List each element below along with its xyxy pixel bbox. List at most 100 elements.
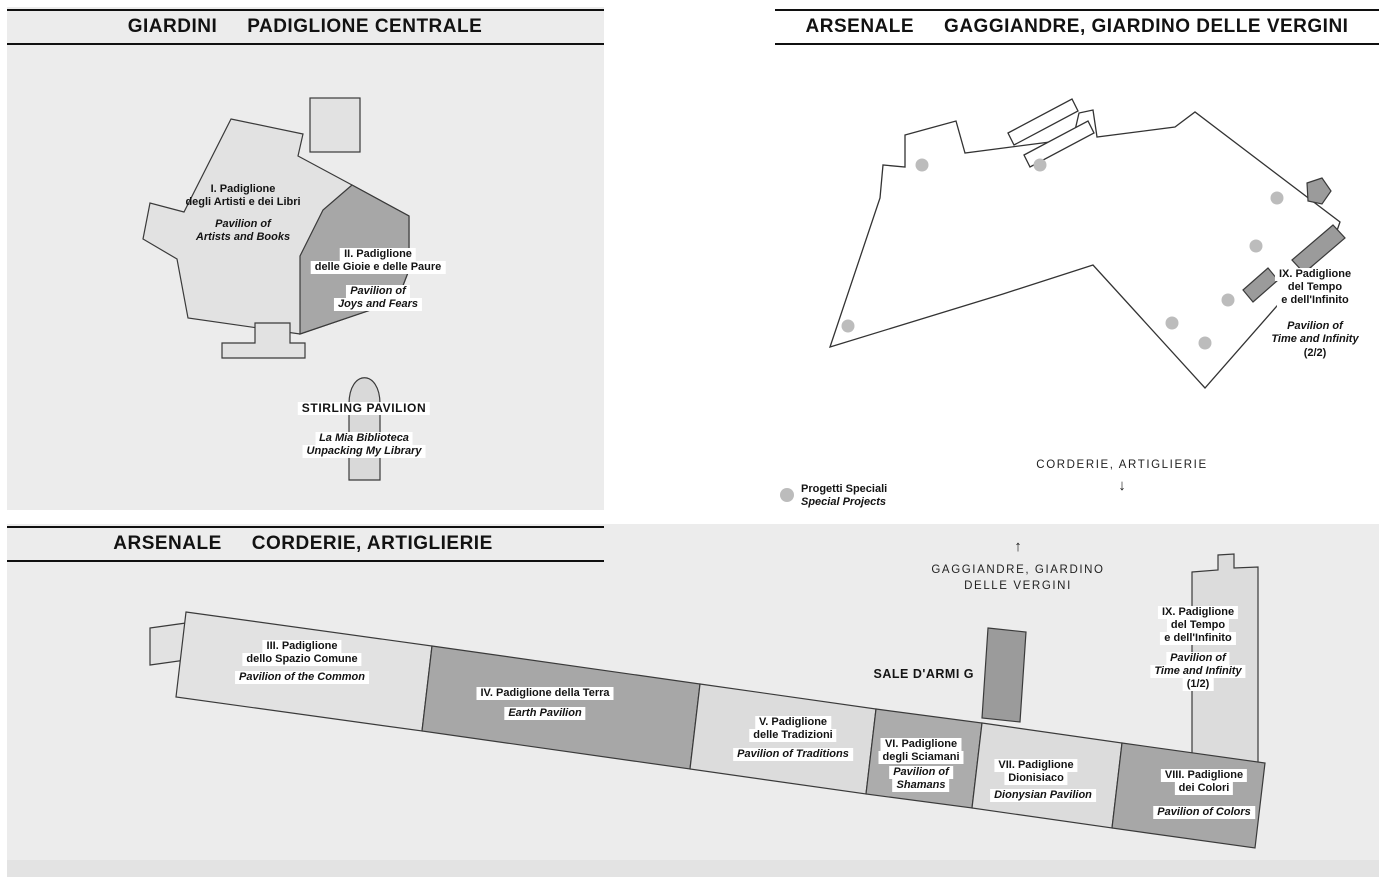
entrance-foot-shape [221,322,306,359]
pavilion-8-label-en: Pavilion of Colors [1153,806,1255,819]
pavilion-6-en-line: Shamans [892,779,950,792]
pavilion-2-en-line: Pavilion of [346,285,410,298]
pavilion-9a-part: (1/2) [1182,678,1214,691]
pavilion-9a-en-line: Time and Infinity [1150,665,1246,678]
pavilion-2-en-line: Joys and Fears [333,298,423,311]
pavilion-5-title-line: delle Tradizioni [749,729,837,742]
pavilion-9b-en-line: Time and Infinity [1267,333,1363,346]
rule [775,9,1379,11]
pavilion-9a-title-line: IX. Padiglione [1157,606,1239,619]
pavilion-6-en-line: Pavilion of [889,766,953,779]
pavilion-9b-title-line: del Tempo [1283,281,1347,294]
pavilion-1-title-line: degli Artisti e dei Libri [185,196,301,208]
special-project-dot [1270,191,1284,205]
special-project-dot [841,319,855,333]
pavilion-9b-title-line: e dell'Infinito [1277,294,1353,307]
area-label: PADIGLIONE CENTRALE [247,16,483,37]
pavilion-2-label-en: Pavilion of Joys and Fears [333,285,423,311]
pavilion-9b-en-line: Pavilion of [1283,320,1347,333]
pavilion-4-en-line: Earth Pavilion [504,707,586,720]
sale-darmi-building [981,627,1027,723]
legend-line-en: Special Projects [801,496,886,508]
bottom-shade-band [7,860,1379,877]
pavilion-3-label-en: Pavilion of the Common [235,671,369,684]
pavilion-5-title-line: V. Padiglione [754,716,832,729]
annex-square-shape [309,97,361,153]
area-label: CORDERIE, ARTIGLIERIE [251,533,493,554]
pavilion-9a-title-line: e dell'Infinito [1160,632,1236,645]
pavilion-1-label: I. Padiglione degli Artisti e dei Libri [185,183,300,209]
special-projects-legend: Progetti Speciali Special Projects [801,483,887,509]
pavilion-9a-title-line: del Tempo [1166,619,1230,632]
pavilion-9b-label: IX. Padiglione del Tempo e dell'Infinito [1274,268,1356,307]
gaggiandre-shed [1023,120,1095,168]
pavilion-7-title-line: VII. Padiglione [994,759,1078,772]
area-label: GAGGIANDRE, GIARDINO DELLE VERGINI [944,16,1349,37]
pavilion-4-label: IV. Padiglione della Terra [476,687,614,700]
stirling-pavilion-label: STIRLING PAVILION [297,402,431,415]
pavilion-5-en-line: Pavilion of Traditions [733,748,853,761]
rule [7,9,604,11]
pavilion-8-title-line: VIII. Padiglione [1160,769,1248,782]
pavilion-4-title-line: IV. Padiglione della Terra [476,687,614,700]
stirling-exhibit-line: La Mia Biblioteca [315,432,413,445]
venue-label: GIARDINI [127,16,218,37]
panel-title-giardini: GIARDINI PADIGLIONE CENTRALE [128,16,483,38]
pavilion-9a-part-label: (1/2) [1182,678,1214,691]
pavilion-5-label: V. Padiglione delle Tradizioni [749,716,837,742]
rule [7,43,604,45]
pavilion-8-en-line: Pavilion of Colors [1153,806,1255,819]
pavilion-2-label: II. Padiglione delle Gioie e delle Paure [310,248,446,274]
pavilion-9b-part-label: (2/2) [1299,347,1331,360]
pavilion-7-title-line: Dionisiaco [1004,772,1068,785]
special-project-dot [1165,316,1179,330]
arrow-down-icon: ↓ [1118,477,1126,494]
stirling-title: STIRLING PAVILION [297,402,431,415]
stirling-exhibit-line: Unpacking My Library [302,445,426,458]
pavilion-7-label: VII. Padiglione Dionisiaco [994,759,1078,785]
stirling-exhibit-label: La Mia Biblioteca Unpacking My Library [302,432,426,458]
pavilion-7-en-line: Dionysian Pavilion [990,789,1096,802]
rule [7,560,604,562]
special-project-dot [915,158,929,172]
pavilion-3-title-line: III. Padiglione [262,640,342,653]
pavilion-3-title-line: dello Spazio Comune [242,653,362,666]
rule [775,43,1379,45]
pavilion-9a-label: IX. Padiglione del Tempo e dell'Infinito [1157,606,1239,645]
panel-title-corderie: ARSENALE CORDERIE, ARTIGLIERIE [113,533,493,555]
pavilion-9b-title-line: IX. Padiglione [1274,268,1356,281]
pavilion-1-en-line: Pavilion of [215,218,271,230]
pavilion-6-title-line: VI. Padiglione [880,738,962,751]
pavilion-7-label-en: Dionysian Pavilion [990,789,1096,802]
gaggiandre-shed [1007,98,1079,146]
pavilion-9a-label-en: Pavilion of Time and Infinity [1150,652,1246,678]
pavilion-9b-part: (2/2) [1299,347,1331,360]
pavilion-6-label-en: Pavilion of Shamans [889,766,953,792]
pavilion-5-label-en: Pavilion of Traditions [733,748,853,761]
pavilion-2-title-line: II. Padiglione [340,248,416,261]
special-project-dot [1249,239,1263,253]
stirling-pavilion-shape [348,377,381,481]
special-project-dot [1198,336,1212,350]
pavilion-1-title-line: I. Padiglione [210,183,276,195]
pavilion-1-label-en: Pavilion of Artists and Books [196,218,290,244]
gaggiandre-outline [828,109,1341,389]
pavilion-9b-label-en: Pavilion of Time and Infinity [1267,320,1363,346]
legend-line-it: Progetti Speciali [801,483,888,495]
pavilion-9b-building [1306,177,1332,205]
pavilion-4-label-en: Earth Pavilion [504,707,586,720]
sale-darmi-text: SALE D'ARMI G [873,667,974,681]
pavilion-3-label: III. Padiglione dello Spazio Comune [242,640,362,666]
special-project-dot [1221,293,1235,307]
special-project-dot [1033,158,1047,172]
direction-gaggiandre-line: DELLE VERGINI [964,580,1072,592]
direction-gaggiandre-line: GAGGIANDRE, GIARDINO [931,564,1105,576]
direction-corderie-label: CORDERIE, ARTIGLIERIE [1036,459,1208,471]
pavilion-9a-en-line: Pavilion of [1166,652,1230,665]
pavilion-8-title-line: dei Colori [1174,782,1234,795]
pavilion-1-en-line: Artists and Books [195,231,291,243]
pavilion-6-title-line: degli Sciamani [878,751,964,764]
venue-label: ARSENALE [113,533,222,554]
